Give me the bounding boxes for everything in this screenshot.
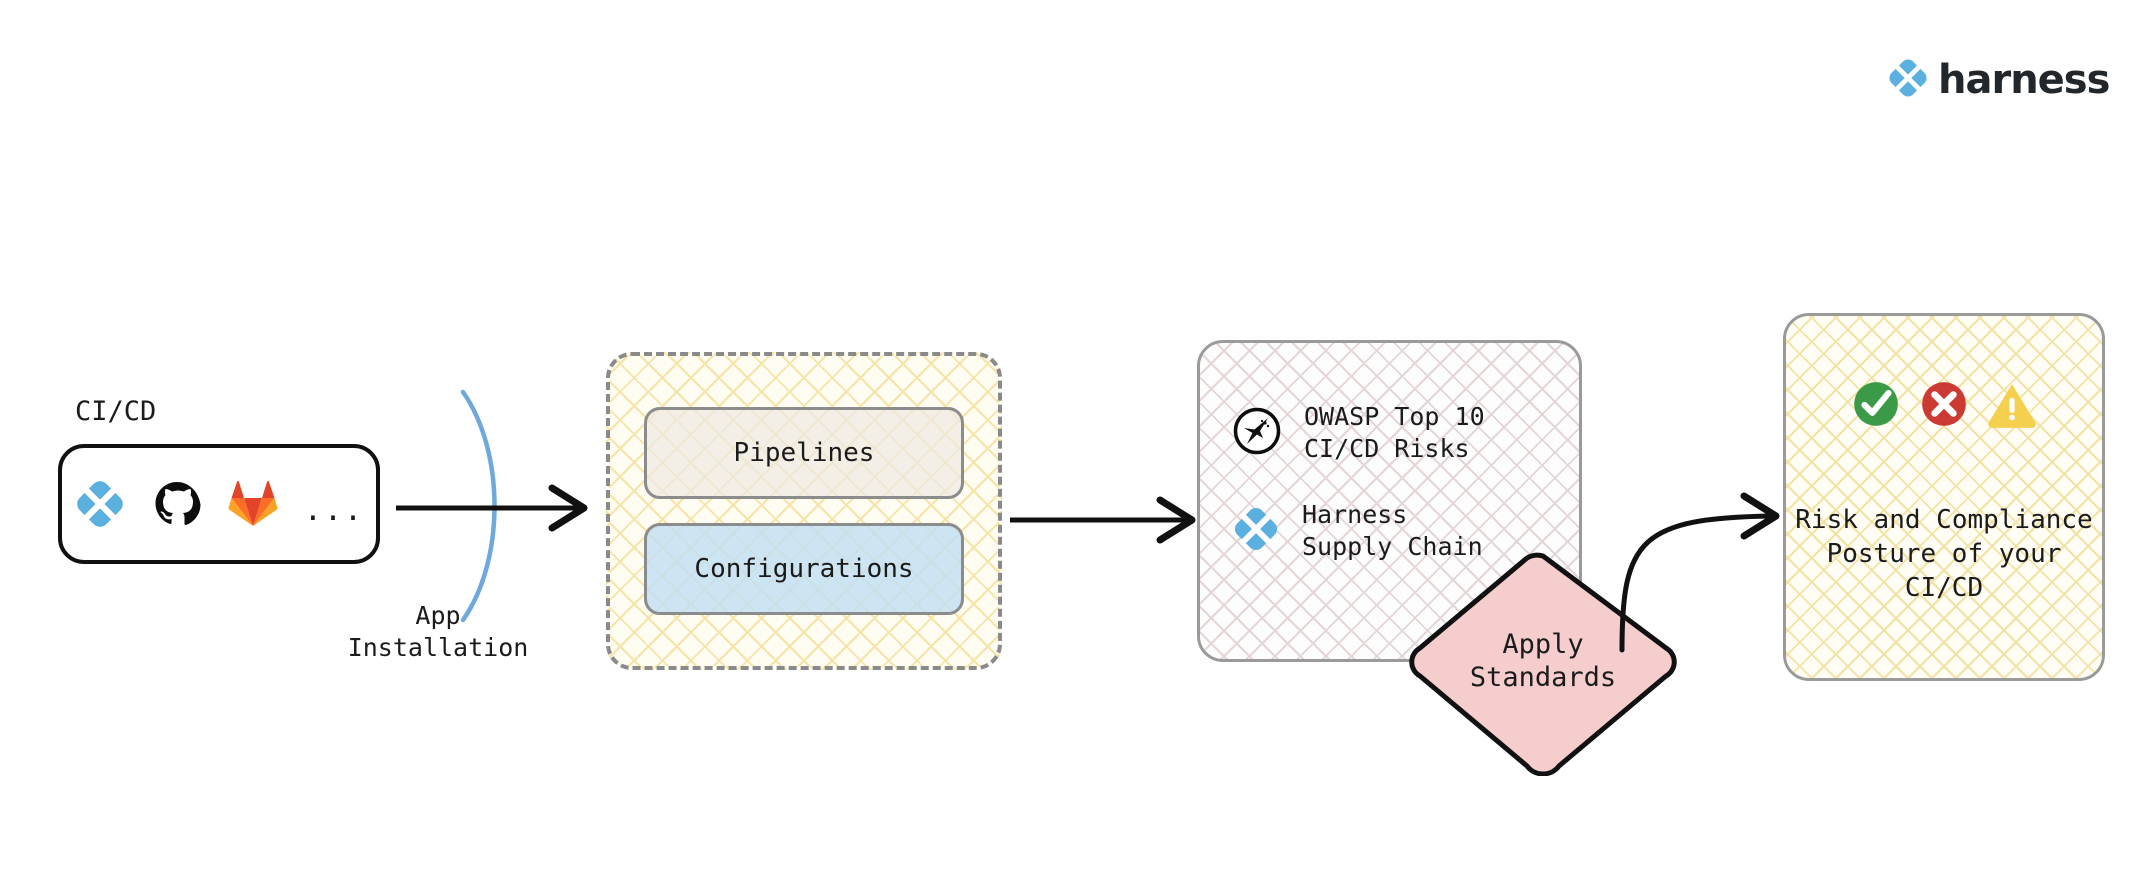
gitlab-icon <box>228 480 278 528</box>
owasp-icon <box>1232 406 1282 460</box>
harness-icon <box>74 478 126 530</box>
outcome-description: Risk and Compliance Posture of your CI/C… <box>1795 505 2093 603</box>
status-icon-group <box>1850 378 2038 434</box>
standard-item-harness-supply-chain: Harness Supply Chain <box>1232 499 1579 563</box>
harness-brand-logo: harness <box>1888 57 2110 103</box>
standard-item-owasp: OWASP Top 10 CI/CD Risks <box>1232 401 1579 465</box>
apply-standards-label: Apply Standards <box>1469 629 1617 693</box>
cicd-source-caption: CI/CD <box>75 396 157 427</box>
harness-icon <box>1232 505 1280 557</box>
pipelines-card[interactable]: Pipelines <box>644 407 964 499</box>
check-circle-icon <box>1850 378 1902 434</box>
x-circle-icon <box>1918 378 1970 434</box>
pipelines-card-label: Pipelines <box>733 438 875 468</box>
app-installation-membrane-arc <box>460 389 497 623</box>
harness-logo-icon <box>1888 58 1928 102</box>
apply-standards-diamond[interactable]: Apply Standards <box>1404 548 1682 776</box>
github-icon <box>152 479 202 529</box>
arrow-source-to-pipelines <box>396 484 588 532</box>
outcome-box: Risk and Compliance Posture of your CI/C… <box>1783 313 2105 681</box>
owasp-standard-label: OWASP Top 10 CI/CD Risks <box>1304 402 1485 463</box>
app-installation-caption: App Installation <box>347 601 529 662</box>
harness-brand-name: harness <box>1938 57 2110 103</box>
cicd-source-box: ... <box>58 444 380 564</box>
warning-triangle-icon <box>1986 378 2038 434</box>
more-tools-ellipsis: ... <box>303 492 365 528</box>
arrow-pipelines-to-standards <box>1010 496 1196 544</box>
pipeline-configurations-container: Pipelines Configurations <box>606 352 1002 670</box>
configurations-card[interactable]: Configurations <box>644 523 964 615</box>
configurations-card-label: Configurations <box>694 554 914 584</box>
harness-supply-chain-label: Harness Supply Chain <box>1302 500 1483 561</box>
